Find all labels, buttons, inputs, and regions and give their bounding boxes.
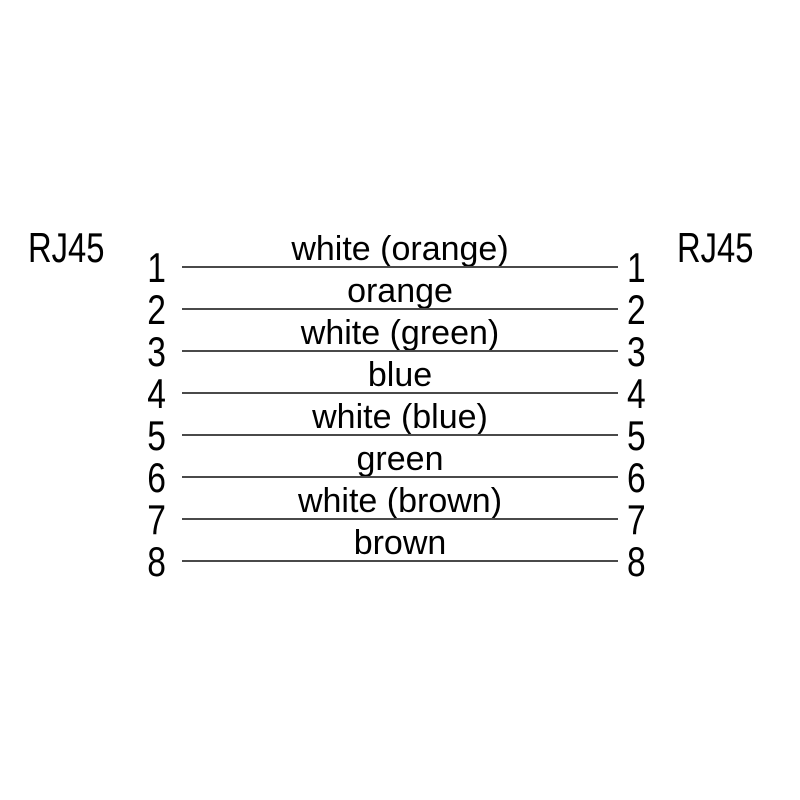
pin-number-left: 7: [147, 496, 166, 543]
wire-label: white (green): [300, 314, 500, 352]
pin-number-right: 1: [627, 244, 646, 291]
pin-number-left: 4: [147, 370, 166, 417]
wire-line: [182, 560, 618, 562]
wire-label: orange: [347, 272, 453, 310]
wire-label: white (orange): [291, 230, 509, 268]
wire-line: [182, 266, 618, 268]
pin-number-left: 6: [147, 454, 166, 501]
pin-number-left: 3: [147, 328, 166, 375]
wire-label: blue: [367, 356, 433, 394]
wire-line: [182, 392, 618, 394]
wire-label: white (brown): [297, 482, 503, 520]
wire-label: white (blue): [312, 398, 488, 436]
wire-line: [182, 434, 618, 436]
wire-label: brown: [353, 524, 447, 562]
pin-number-right: 5: [627, 412, 646, 459]
wire-label: green: [356, 440, 444, 478]
pin-number-right: 3: [627, 328, 646, 375]
pin-number-right: 4: [627, 370, 646, 417]
pin-number-left: 8: [147, 538, 166, 585]
wire-line: [182, 518, 618, 520]
left-connector-label: RJ45: [28, 224, 105, 271]
pin-number-right: 7: [627, 496, 646, 543]
pin-number-right: 6: [627, 454, 646, 501]
pin-number-right: 8: [627, 538, 646, 585]
right-connector-label: RJ45: [677, 224, 754, 271]
wire-line: [182, 350, 618, 352]
pin-number-left: 2: [147, 286, 166, 333]
pin-number-right: 2: [627, 286, 646, 333]
pin-number-left: 5: [147, 412, 166, 459]
pin-number-left: 1: [147, 244, 166, 291]
wire-line: [182, 308, 618, 310]
wire-line: [182, 476, 618, 478]
